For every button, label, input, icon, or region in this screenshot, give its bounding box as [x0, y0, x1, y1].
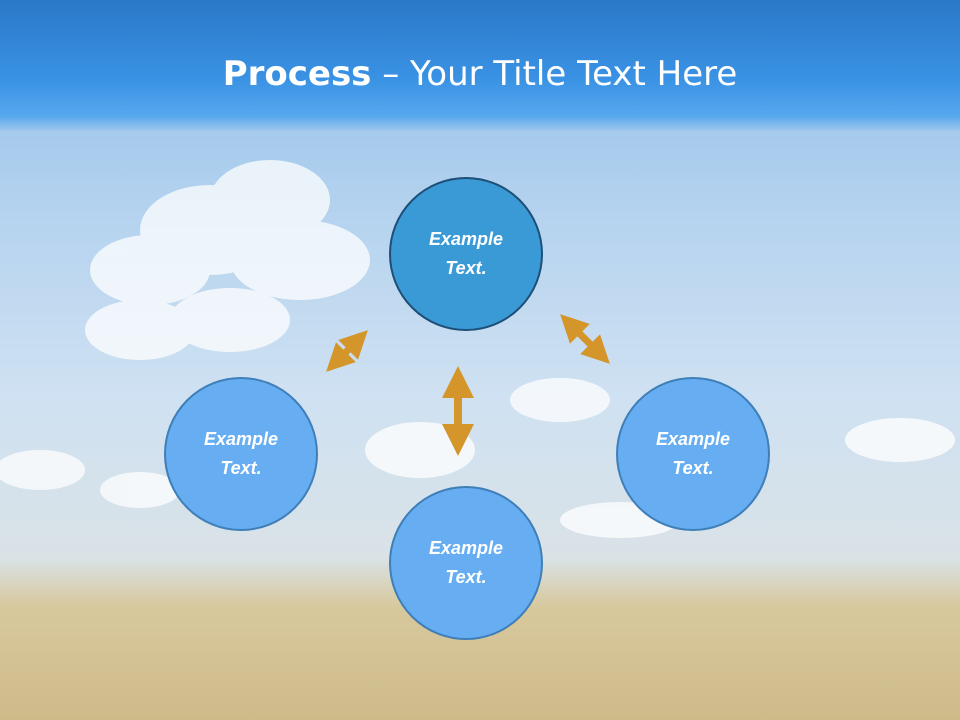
arrow-top-right — [560, 314, 610, 364]
node-left-line1: Example — [203, 429, 279, 449]
title-banner — [0, 0, 960, 132]
node-left-line2: Text. — [220, 458, 262, 478]
title-bold-part: Process — [222, 54, 372, 94]
arrow-top-left — [326, 330, 368, 372]
node-top-line2: Text. — [445, 258, 487, 278]
node-top-line1: Example — [428, 229, 504, 249]
title-rest-part: – Your Title Text Here — [371, 54, 738, 94]
slide-title: Process – Your Title Text Here — [0, 52, 960, 96]
node-bottom-line1: Example — [428, 538, 504, 558]
node-right-line2: Text. — [672, 458, 714, 478]
node-bottom-line2: Text. — [445, 567, 487, 587]
node-right-line1: Example — [655, 429, 731, 449]
